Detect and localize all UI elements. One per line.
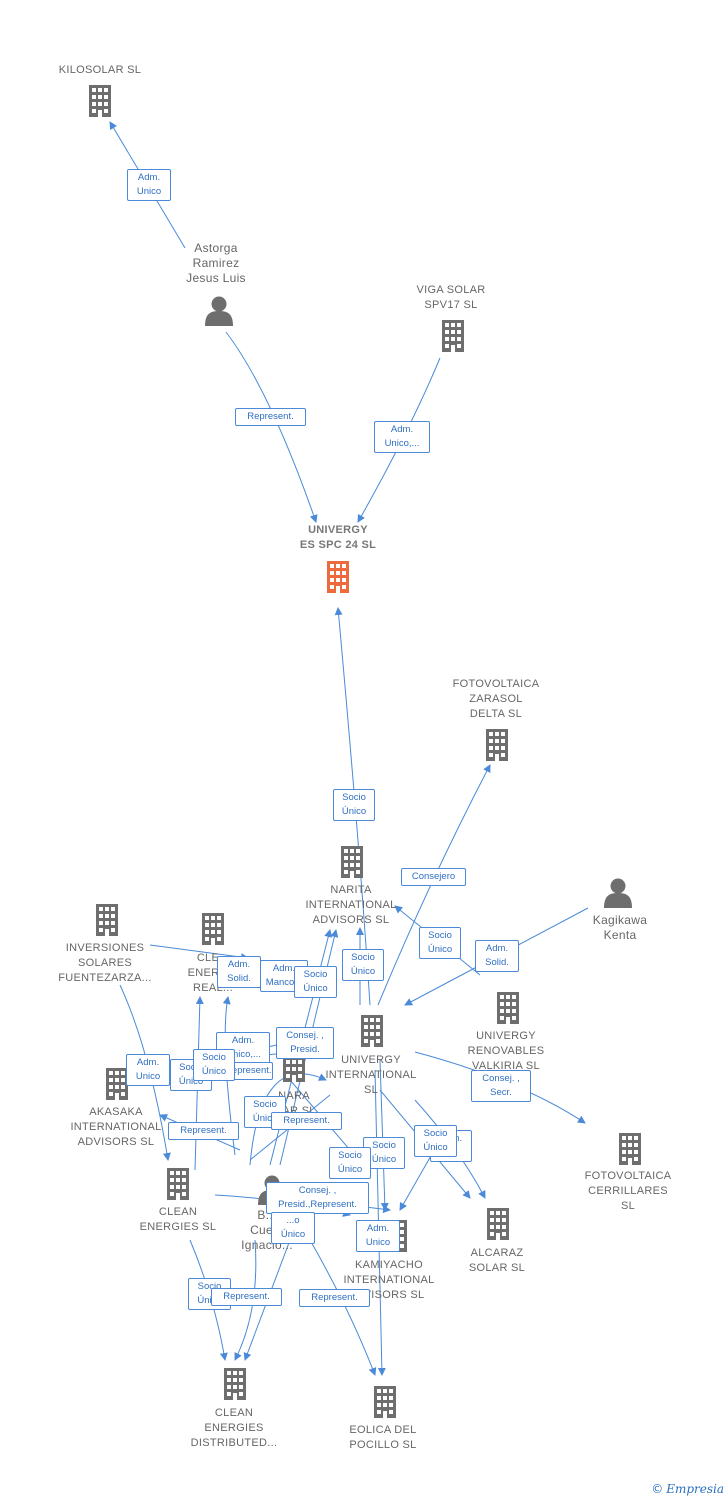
edge-line bbox=[249, 1073, 327, 1166]
node-alcaraz[interactable]: ALCARAZ SOLAR SL bbox=[468, 1247, 526, 1274]
building-icon bbox=[486, 729, 508, 761]
node-eolica[interactable]: EOLICA DEL POCILLO SL bbox=[349, 1424, 417, 1451]
edge-label[interactable]: Adm. Unico bbox=[356, 1220, 400, 1252]
edge-label[interactable]: Socio Único bbox=[333, 789, 375, 821]
edge-line bbox=[309, 1239, 377, 1376]
node-astorga[interactable]: Astorga Ramirez Jesus Luis bbox=[186, 241, 246, 285]
edge-label[interactable]: Socio Único bbox=[414, 1125, 457, 1157]
building-icon bbox=[374, 1386, 396, 1418]
node-clean-distributed[interactable]: CLEAN ENERGIES DISTRIBUTED... bbox=[190, 1407, 278, 1449]
edge-label[interactable]: Consej. , Presid. bbox=[276, 1027, 334, 1059]
building-icon bbox=[619, 1133, 641, 1165]
edge-label[interactable]: Represent. bbox=[168, 1122, 239, 1140]
edge-label[interactable]: Socio Único bbox=[294, 966, 337, 998]
node-univergy-es[interactable]: UNIVERGY ES SPC 24 SL bbox=[299, 524, 377, 551]
node-narita[interactable]: NARITA INTERNATIONAL ADVISORS SL bbox=[305, 884, 397, 926]
building-icon bbox=[96, 904, 118, 936]
edge-label[interactable]: Adm. Solid. bbox=[475, 940, 519, 972]
edge-label[interactable]: ...o Único bbox=[271, 1212, 315, 1244]
building-icon bbox=[167, 1168, 189, 1200]
node-kilosolar[interactable]: KILOSOLAR SL bbox=[58, 64, 142, 76]
edge-line bbox=[225, 331, 318, 523]
building-icon bbox=[361, 1015, 383, 1047]
node-inversiones[interactable]: INVERSIONES SOLARES FUENTEZARZA... bbox=[58, 942, 152, 984]
brand-name: Empresia bbox=[666, 1482, 724, 1496]
node-zarasol[interactable]: FOTOVOLTAICA ZARASOL DELTA SL bbox=[452, 678, 540, 720]
building-icon bbox=[487, 1208, 509, 1240]
node-clean-energies[interactable]: CLEAN ENERGIES SL bbox=[139, 1206, 217, 1233]
person-icon bbox=[604, 878, 632, 908]
node-kamiyacho[interactable]: KAMIYACHO INTERNATIONAL ...VISORS SL bbox=[343, 1259, 435, 1301]
edge-label[interactable]: Represent. bbox=[235, 408, 306, 426]
edge-label[interactable]: Socio Único bbox=[419, 927, 461, 959]
edge-label[interactable]: Adm. Solid. bbox=[217, 956, 261, 988]
person-icon bbox=[205, 296, 233, 326]
building-icon bbox=[442, 320, 464, 352]
node-akasaka[interactable]: AKASAKA INTERNATIONAL ADVISORS SL bbox=[70, 1106, 162, 1148]
node-univergy-int[interactable]: UNIVERGY INTERNATIONAL SL bbox=[325, 1054, 417, 1096]
edge-label[interactable]: Socio Único bbox=[342, 949, 384, 981]
edge-label[interactable]: Represent. bbox=[211, 1288, 282, 1306]
building-icon bbox=[89, 85, 111, 117]
node-univergy-ren[interactable]: UNIVERGY RENOVABLES VALKIRIA SL bbox=[467, 1030, 545, 1072]
edge-label[interactable]: Adm. Unico,... bbox=[374, 421, 430, 453]
edge-label[interactable]: Socio Único bbox=[329, 1147, 371, 1179]
node-bueno[interactable]: B... Cue... Ignacio... bbox=[241, 1208, 293, 1252]
edge-label[interactable]: Socio Único bbox=[244, 1096, 286, 1128]
building-icon bbox=[224, 1368, 246, 1400]
edge-label[interactable]: Adm. Unico bbox=[126, 1054, 170, 1086]
edge-label[interactable]: Represent. bbox=[271, 1112, 342, 1130]
edge-label[interactable]: Adm. Unico bbox=[127, 169, 171, 201]
building-icon bbox=[341, 846, 363, 878]
edge-line bbox=[379, 1059, 389, 1211]
copyright-icon: © bbox=[651, 1482, 664, 1496]
node-kagikawa[interactable]: Kagikawa Kenta bbox=[592, 913, 648, 942]
node-cerrillares[interactable]: FOTOVOLTAICA CERRILLARES SL bbox=[584, 1170, 672, 1212]
empresia-logo[interactable]: ©Empresia bbox=[651, 1482, 724, 1496]
edge-label[interactable]: Socio Único bbox=[193, 1049, 235, 1081]
building-icon bbox=[106, 1068, 128, 1100]
node-viga-solar[interactable]: VIGA SOLAR SPV17 SL bbox=[416, 284, 486, 311]
edge-label[interactable]: Represent. bbox=[299, 1289, 370, 1307]
edge-label[interactable]: Consej. , Secr. bbox=[471, 1070, 531, 1102]
building-icon bbox=[202, 913, 224, 945]
building-icon bbox=[497, 992, 519, 1024]
building-icon-focus bbox=[327, 561, 349, 593]
edge-line bbox=[149, 944, 249, 962]
edge-label[interactable]: Consej. , Presid.,Represent. bbox=[266, 1182, 369, 1214]
edge-label[interactable]: Consejero bbox=[401, 868, 466, 886]
